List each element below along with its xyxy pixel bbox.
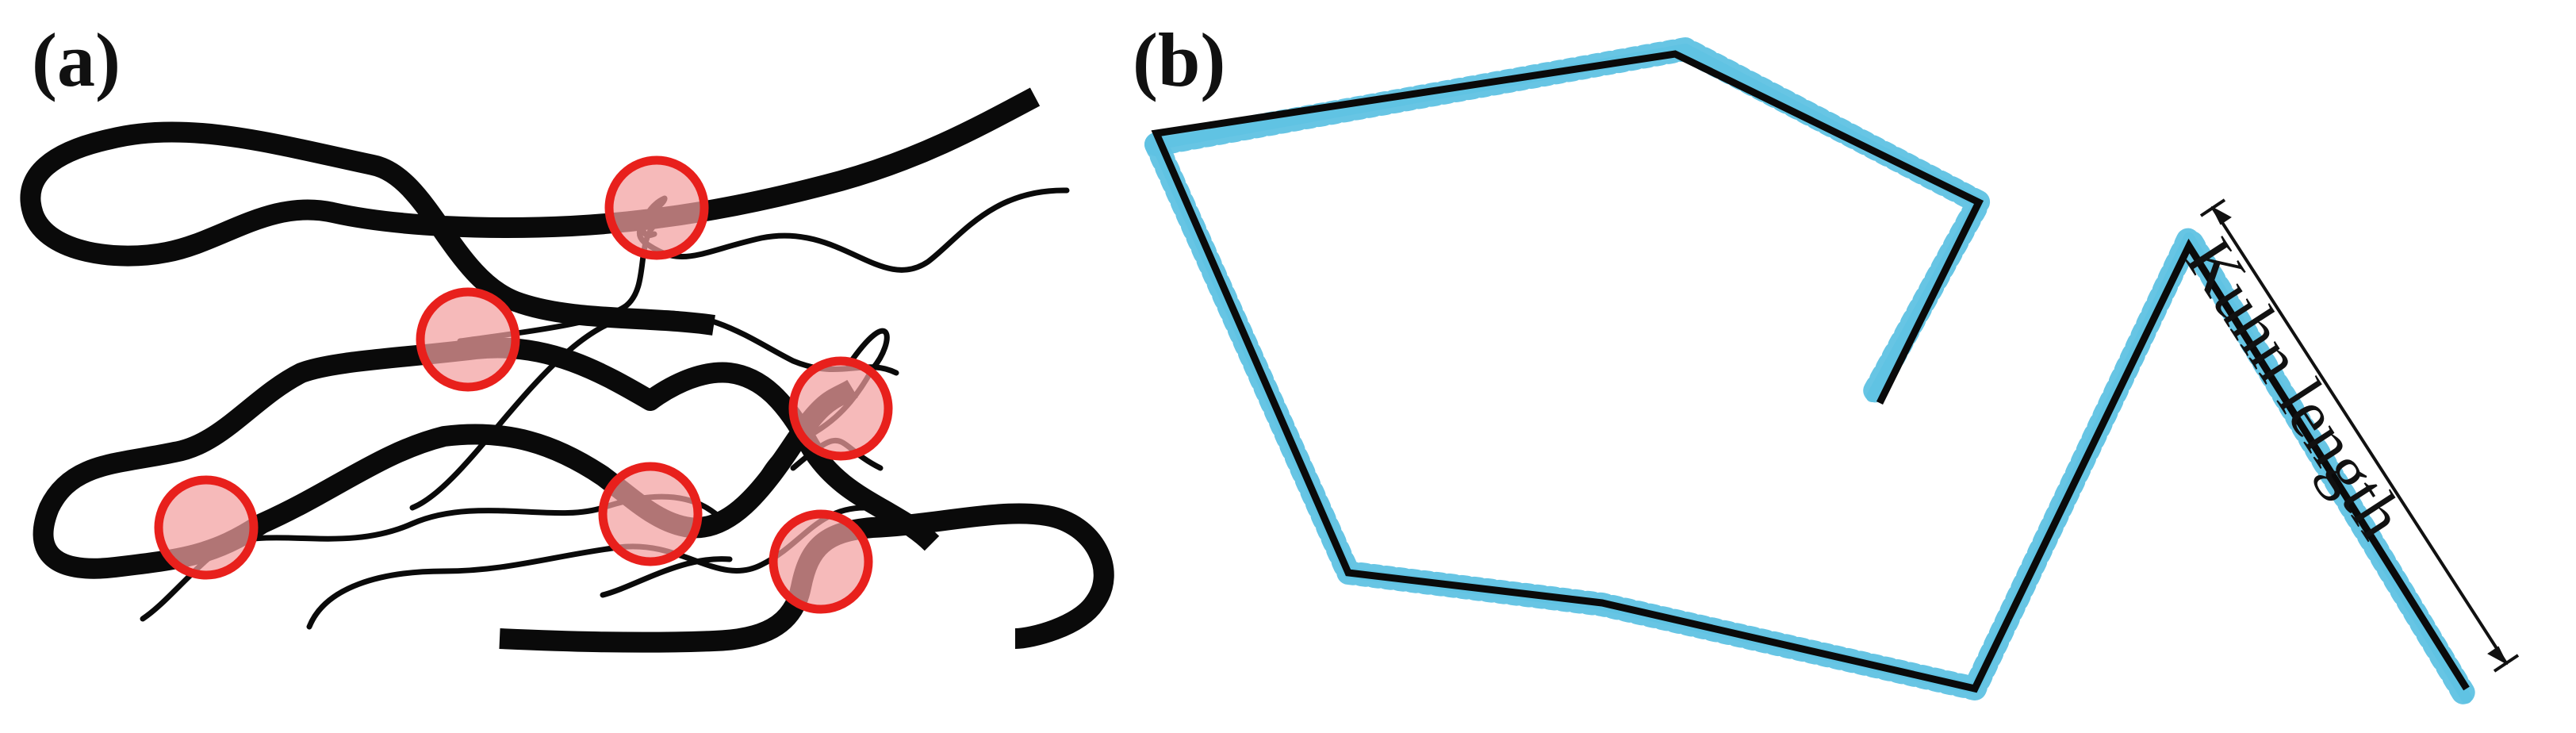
kuhn-length-dimension: [2199, 198, 2520, 673]
entanglement-marker-5: [598, 462, 703, 566]
panel-a-entanglement-sketch: [20, 87, 1114, 653]
bead-chain-trace: [1144, 37, 1991, 409]
bead-chain-trace-2: [1144, 132, 2478, 710]
entanglement-marker-6: [769, 509, 873, 614]
thick-chain-bottom: [499, 503, 1114, 653]
entanglement-marker-3: [788, 356, 893, 461]
kuhn-segment-path: [1151, 50, 2470, 693]
thin-chain-7: [600, 556, 733, 598]
thick-chain-top: [20, 87, 1041, 336]
entanglement-marker-1: [604, 155, 709, 260]
kuhn-length-label: Kuhn length: [2172, 225, 2420, 551]
panel-b-kuhn-chain: Kuhn length: [1144, 37, 2520, 710]
panel-b-label: (b): [1133, 17, 1225, 102]
bead-chain-fill-2: [1151, 139, 2472, 704]
panel-a-label: (a): [32, 17, 121, 102]
bead-chain-fill: [1151, 44, 1984, 402]
entanglement-marker-2: [416, 287, 520, 392]
entanglement-marker-4: [154, 475, 259, 580]
